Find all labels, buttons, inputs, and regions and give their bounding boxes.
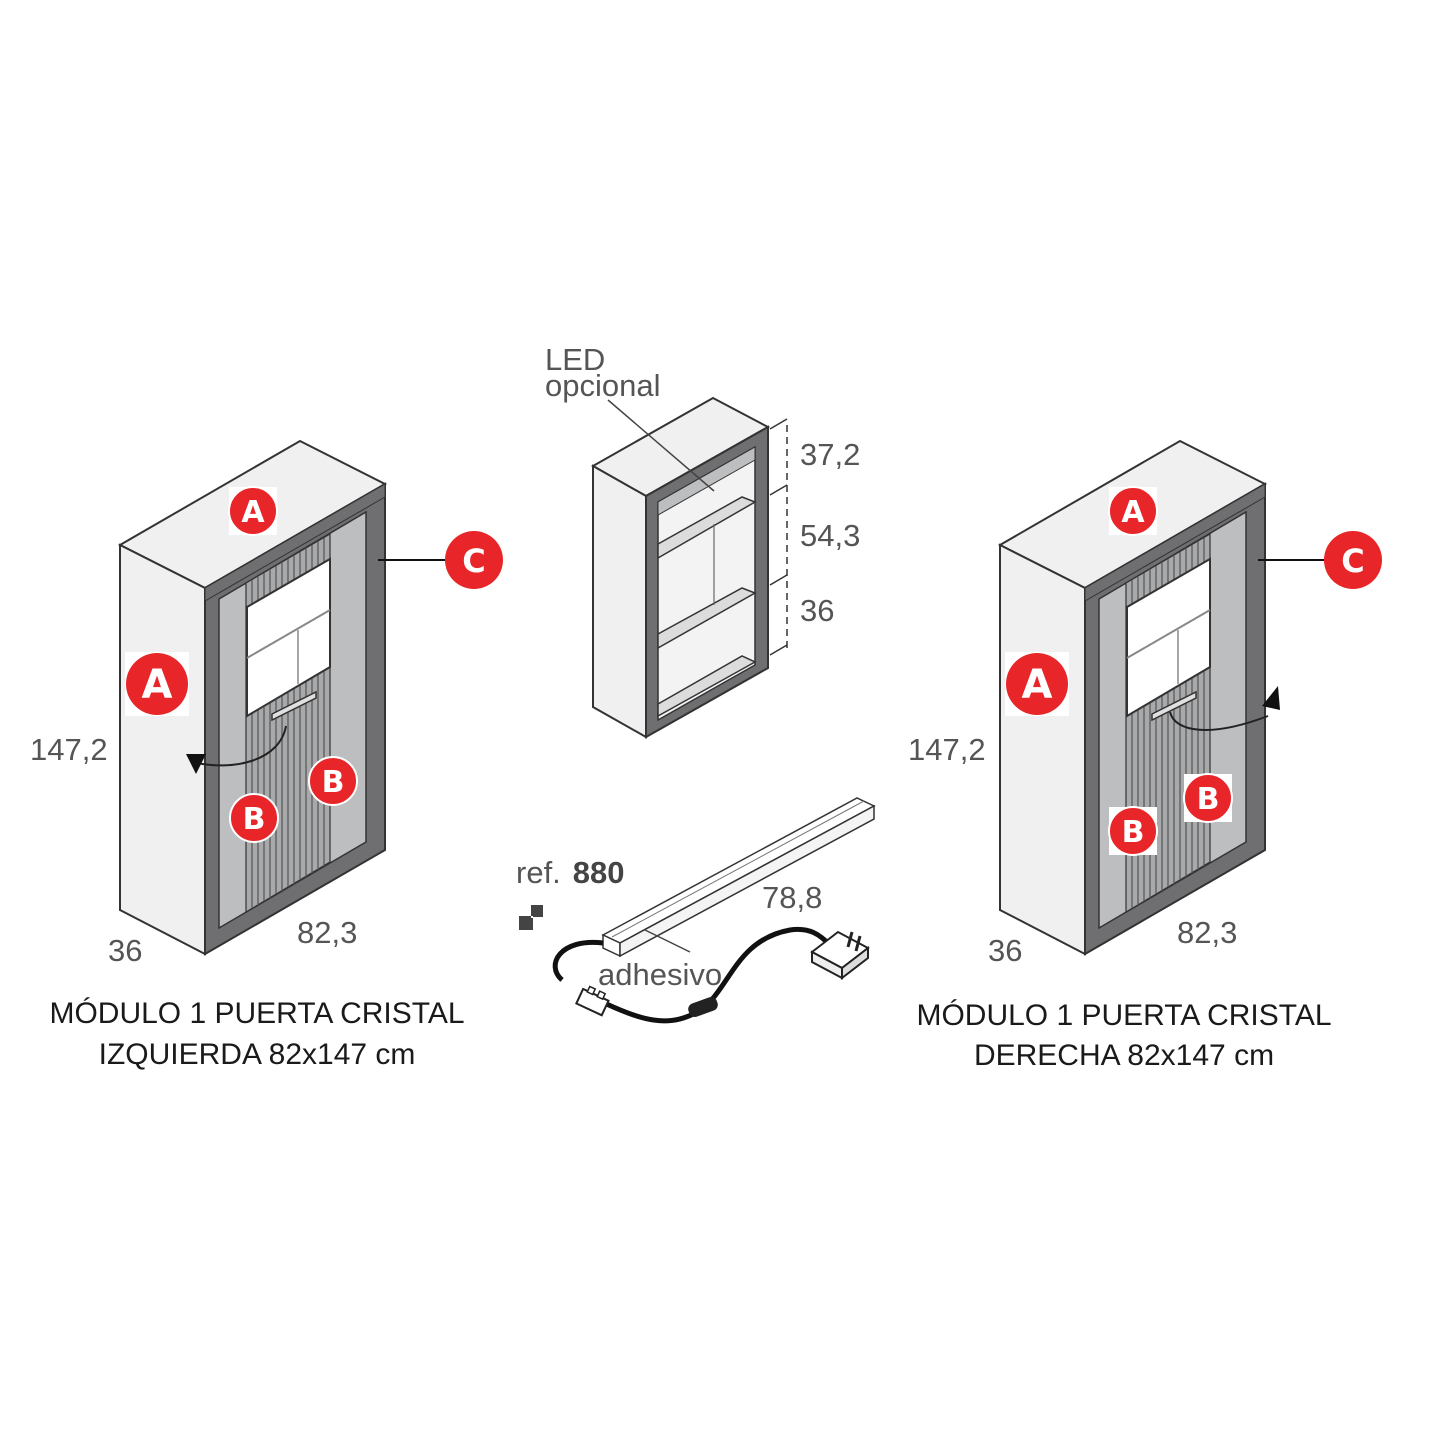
badge-letter: C	[1341, 542, 1364, 580]
right-caption-line2: DERECHA 82x147 cm	[974, 1039, 1274, 1072]
ref-prefix: ref.	[516, 855, 561, 890]
badge-letter: A	[142, 662, 173, 708]
badge-letter: B	[1122, 815, 1145, 850]
left-label-a-top: A	[228, 486, 278, 536]
right-label-c: C	[1324, 531, 1382, 589]
led-dim-length: 78,8	[762, 880, 822, 915]
left-label-c: C	[445, 531, 503, 589]
left-label-b-left: B	[229, 793, 279, 843]
left-dim-depth: 36	[108, 933, 142, 968]
badge-letter: A	[241, 495, 265, 530]
center-dim-top: 37,2	[800, 437, 860, 472]
center-dim-bottom: 36	[800, 593, 834, 628]
right-label-b-right: B	[1183, 773, 1233, 823]
right-label-a-side: A	[1005, 652, 1069, 716]
left-caption-line1: MÓDULO 1 PUERTA CRISTAL	[49, 997, 464, 1030]
right-dim-depth: 36	[988, 933, 1022, 968]
badge-letter: C	[462, 542, 485, 580]
led-label-line2: opcional	[545, 368, 660, 403]
center-wall-unit	[590, 396, 788, 739]
adhesive-label: adhesivo	[598, 957, 722, 992]
ref-number: 880	[573, 855, 625, 890]
badge-letter: B	[1197, 782, 1220, 817]
left-dim-height: 147,2	[30, 732, 108, 767]
right-dim-width: 82,3	[1177, 915, 1237, 950]
right-label-a-top: A	[1108, 486, 1158, 536]
left-label-a-side: A	[125, 652, 189, 716]
right-dim-height: 147,2	[908, 732, 986, 767]
ref-text: ref. 880	[516, 855, 625, 890]
badge-letter: A	[1121, 495, 1145, 530]
right-caption-line1: MÓDULO 1 PUERTA CRISTAL	[916, 999, 1331, 1032]
led-strip-kit	[552, 797, 876, 1024]
center-dim-middle: 54,3	[800, 518, 860, 553]
svg-text:ref. 880: ref. 880	[516, 855, 625, 890]
left-dim-width: 82,3	[297, 915, 357, 950]
badge-letter: B	[243, 802, 266, 837]
left-label-b-right: B	[308, 756, 358, 806]
left-caption-line2: IZQUIERDA 82x147 cm	[99, 1038, 416, 1071]
corner-mark-icon	[519, 905, 543, 930]
badge-letter: B	[322, 765, 345, 800]
badge-letter: A	[1022, 662, 1053, 708]
right-label-b-left: B	[1108, 806, 1158, 856]
led-label-line1: LED	[545, 342, 605, 377]
